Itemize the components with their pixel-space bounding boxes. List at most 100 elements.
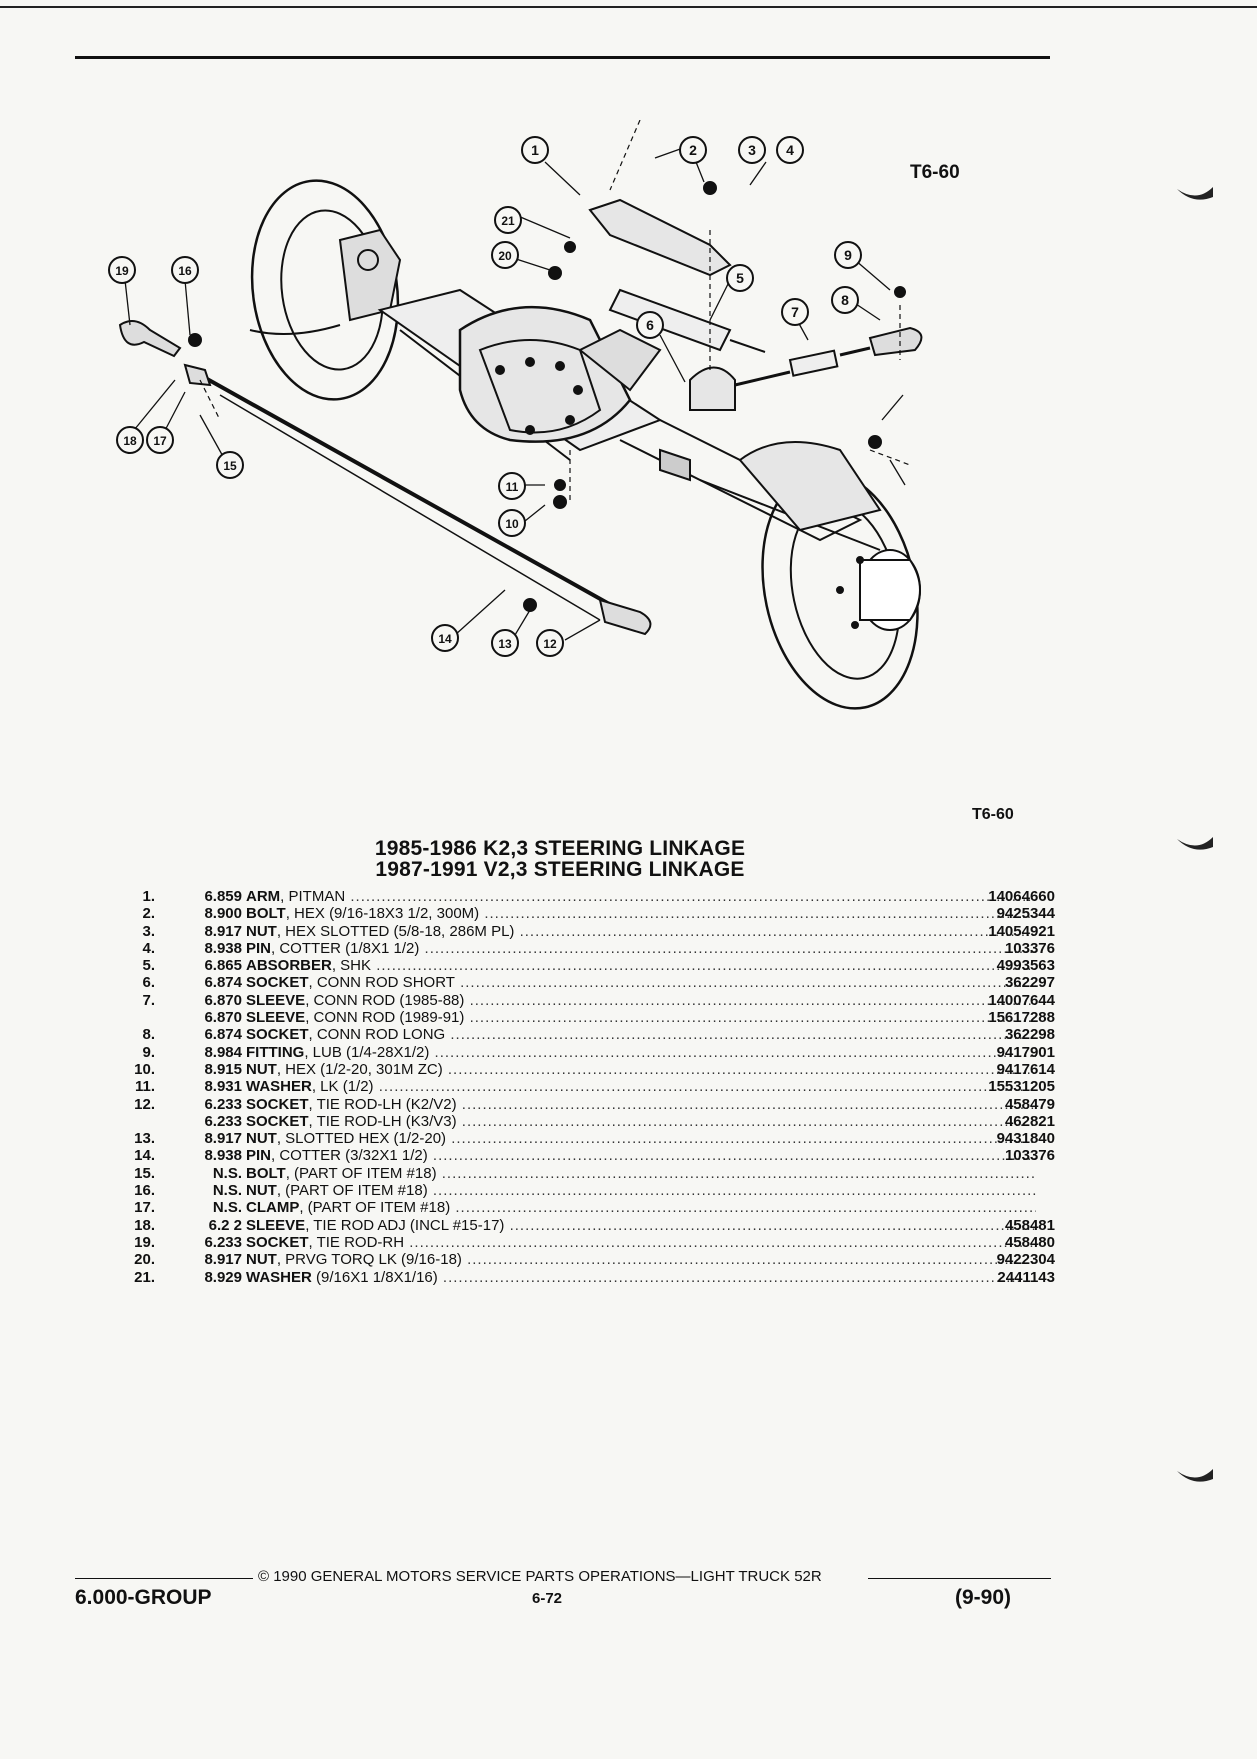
- part-number: 458480: [1004, 1233, 1055, 1251]
- dot-leader: ........................................…: [460, 974, 1036, 992]
- part-description: SOCKET, TIE ROD-LH (K3/V3) .............…: [246, 1113, 1036, 1130]
- part-name: NUT: [246, 1130, 277, 1148]
- left-brake-assembly: [249, 179, 402, 401]
- group-number: 6.2 2: [208, 1216, 242, 1234]
- callout-10: 10: [498, 509, 526, 537]
- dot-leader: ........................................…: [409, 1233, 1036, 1251]
- part-name: SOCKET: [246, 1095, 309, 1113]
- group-number: 8.900: [204, 905, 242, 923]
- part-number: 458479: [1004, 1095, 1055, 1113]
- pitman-arm: [588, 198, 732, 277]
- callout-label: 2: [689, 142, 697, 158]
- binder-mark: [1177, 187, 1213, 200]
- item-number: 9.: [142, 1043, 155, 1061]
- callout-8: 8: [831, 286, 859, 314]
- part-description: SLEEVE, CONN ROD (1989-91) .............…: [246, 1009, 1036, 1026]
- callout-label: 5: [736, 270, 744, 286]
- item-number: 6.: [142, 974, 155, 992]
- dot-leader: ........................................…: [455, 1199, 1036, 1217]
- part-description: BOLT, HEX (9/16-18X3 1/2, 300M) ........…: [246, 905, 1036, 922]
- part-detail: , CONN ROD LONG: [308, 1026, 446, 1044]
- group-number: 8.938: [204, 1147, 242, 1165]
- part-row: 16.N.S.NUT, (PART OF ITEM #18) .........…: [110, 1182, 1055, 1199]
- part-number: 4993563: [996, 957, 1055, 975]
- callout-label: 11: [506, 480, 519, 494]
- part-description: CLAMP, (PART OF ITEM #18) ..............…: [246, 1199, 1036, 1216]
- part-number: 15617288: [988, 1009, 1055, 1027]
- group-number: N.S.: [212, 1164, 242, 1182]
- callout-20: 20: [491, 241, 519, 269]
- part-name: SLEEVE: [246, 991, 306, 1009]
- group-number: 8.931: [204, 1078, 242, 1096]
- item-number: 7.: [142, 991, 155, 1009]
- title-line-1: 1985-1986 K2,3 STEERING LINKAGE: [374, 837, 746, 860]
- part-description: PIN, COTTER (3/32X1 1/2) ...............…: [246, 1147, 1036, 1164]
- item-number: 17.: [134, 1199, 155, 1217]
- part-name: BOLT: [246, 1164, 286, 1182]
- item-number: 8.: [142, 1026, 155, 1044]
- part-detail: , CONN ROD SHORT: [308, 974, 455, 992]
- part-name: SLEEVE: [246, 1216, 306, 1234]
- part-description: NUT, HEX (1/2-20, 301M ZC) .............…: [246, 1061, 1036, 1078]
- part-detail: , LUB (1/4-28X1/2): [304, 1043, 430, 1061]
- tie-rod: [199, 373, 621, 612]
- callout-label: 14: [438, 632, 452, 646]
- dot-leader: ........................................…: [442, 1268, 1036, 1286]
- callout-label: 9: [844, 247, 852, 263]
- part-detail: , PITMAN: [280, 888, 346, 905]
- figure-code-caption: T6-60: [972, 806, 1014, 823]
- group-number: 6.874: [204, 1026, 242, 1044]
- item-number: 20.: [134, 1251, 155, 1269]
- copyright-line: © 1990 GENERAL MOTORS SERVICE PARTS OPER…: [258, 1568, 822, 1585]
- group-number: 6.874: [204, 974, 242, 992]
- steering-linkage-diagram: [118, 120, 923, 710]
- part-description: NUT, PRVG TORQ LK (9/16-18) ............…: [246, 1251, 1036, 1268]
- part-detail: , TIE ROD-LH (K3/V3): [308, 1112, 457, 1130]
- dot-leader: ........................................…: [461, 1095, 1036, 1113]
- part-description: NUT, HEX SLOTTED (5/8-18, 286M PL) .....…: [246, 923, 1036, 940]
- part-name: WASHER: [246, 1078, 312, 1096]
- part-name: NUT: [246, 1060, 277, 1078]
- part-detail: , HEX (1/2-20, 301M ZC): [276, 1060, 443, 1078]
- part-detail: , COTTER (1/8X1 1/2): [271, 939, 420, 957]
- part-description: BOLT, (PART OF ITEM #18) ...............…: [246, 1165, 1036, 1182]
- dot-leader: ........................................…: [432, 1147, 1036, 1165]
- part-number: 14064660: [988, 888, 1055, 905]
- part-detail: , PRVG TORQ LK (9/16-18): [276, 1251, 462, 1269]
- callout-6: 6: [636, 311, 664, 339]
- dot-leader: ........................................…: [378, 1078, 1036, 1096]
- part-name: WASHER: [246, 1268, 312, 1286]
- part-description: SOCKET, TIE ROD-RH .....................…: [246, 1234, 1036, 1251]
- part-detail: , COTTER (3/32X1 1/2): [271, 1147, 428, 1165]
- part-description: NUT, SLOTTED HEX (1/2-20) ..............…: [246, 1130, 1036, 1147]
- callout-9: 9: [834, 241, 862, 269]
- dot-leader: ........................................…: [350, 888, 1036, 905]
- callout-label: 13: [498, 637, 512, 651]
- part-number: 2441143: [997, 1268, 1055, 1286]
- part-name: SOCKET: [246, 1112, 309, 1130]
- group-number: 6.870: [204, 1009, 242, 1027]
- figure-code-top: T6-60: [910, 162, 960, 183]
- dot-leader: ........................................…: [447, 1060, 1036, 1078]
- part-detail: , SHK: [331, 957, 372, 975]
- part-description: FITTING, LUB (1/4-28X1/2) ..............…: [246, 1044, 1036, 1061]
- part-number: 14007644: [988, 991, 1055, 1009]
- item-number: 16.: [134, 1182, 155, 1200]
- dot-leader: ........................................…: [484, 905, 1036, 923]
- title-line-2: 1987-1991 V2,3 STEERING LINKAGE: [375, 858, 745, 881]
- axle-housing: [377, 288, 881, 551]
- part-description: ARM, PITMAN ............................…: [246, 888, 1036, 905]
- part-detail: , CONN ROD (1989-91): [305, 1009, 465, 1027]
- item-number: 11.: [134, 1078, 155, 1096]
